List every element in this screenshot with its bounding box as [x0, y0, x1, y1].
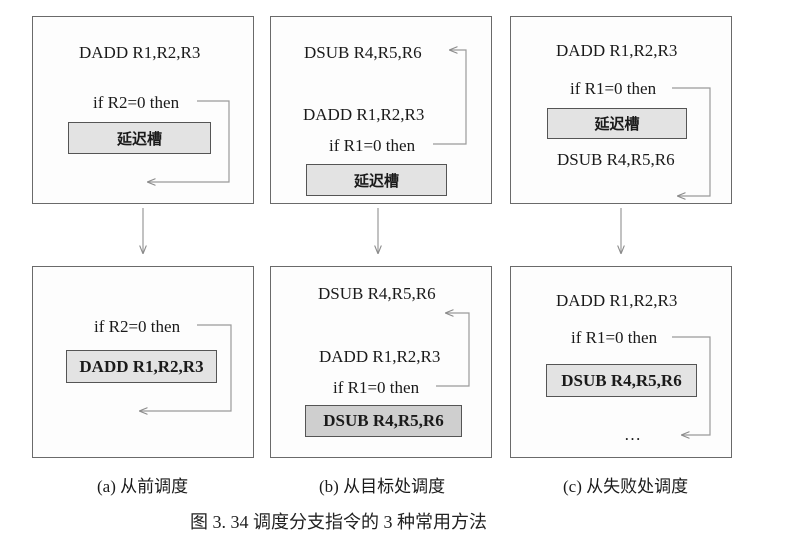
branch-arrow — [140, 324, 232, 411]
branch-condition: if R2=0 then — [93, 93, 180, 112]
delay-slot-filled: DSUB R4,R5,R6 — [305, 405, 462, 437]
instruction-dsub: DSUB R4,R5,R6 — [304, 43, 422, 62]
delay-slot-instruction: DADD R1,R2,R3 — [79, 356, 204, 376]
instruction-dsub: DSUB R4,R5,R6 — [557, 150, 675, 169]
branch-arrow — [436, 313, 470, 387]
delay-slot: 延迟槽 — [306, 164, 447, 196]
delay-slot-instruction: DSUB R4,R5,R6 — [561, 370, 682, 390]
caption-c: (c) 从失败处调度 — [563, 477, 689, 496]
delay-slot-label: 延迟槽 — [116, 129, 162, 148]
instruction-dadd: DADD R1,R2,R3 — [556, 291, 678, 310]
ellipsis: … — [624, 425, 641, 444]
branch-condition: if R2=0 then — [94, 317, 181, 336]
delay-slot-label: 延迟槽 — [353, 171, 399, 190]
panel-a-top — [32, 16, 254, 204]
instruction-dadd: DADD R1,R2,R3 — [303, 105, 425, 124]
panel-c-bottom — [510, 266, 732, 458]
branch-arrow — [433, 50, 467, 145]
instruction-dsub: DSUB R4,R5,R6 — [318, 284, 436, 303]
delay-slot-instruction: DSUB R4,R5,R6 — [323, 411, 444, 430]
caption-a: (a) 从前调度 — [97, 477, 189, 496]
branch-condition: if R1=0 then — [571, 328, 658, 347]
branch-arrow — [672, 87, 711, 196]
caption-b: (b) 从目标处调度 — [319, 477, 446, 496]
branch-condition: if R1=0 then — [333, 378, 420, 397]
instruction-dadd: DADD R1,R2,R3 — [556, 41, 678, 60]
instruction-dadd: DADD R1,R2,R3 — [319, 347, 441, 366]
delay-slot-filled: DSUB R4,R5,R6 — [546, 364, 697, 397]
instruction-dadd: DADD R1,R2,R3 — [79, 43, 201, 62]
delay-slot: 延迟槽 — [68, 122, 211, 154]
branch-arrow — [148, 100, 230, 182]
figure-caption: 图 3. 34 调度分支指令的 3 种常用方法 — [190, 512, 487, 532]
branch-condition: if R1=0 then — [570, 79, 657, 98]
branch-arrow — [672, 336, 711, 435]
delay-slot: 延迟槽 — [547, 108, 687, 139]
branch-condition: if R1=0 then — [329, 136, 416, 155]
delay-slot-label: 延迟槽 — [594, 115, 640, 133]
delay-slot-filled: DADD R1,R2,R3 — [66, 350, 217, 383]
